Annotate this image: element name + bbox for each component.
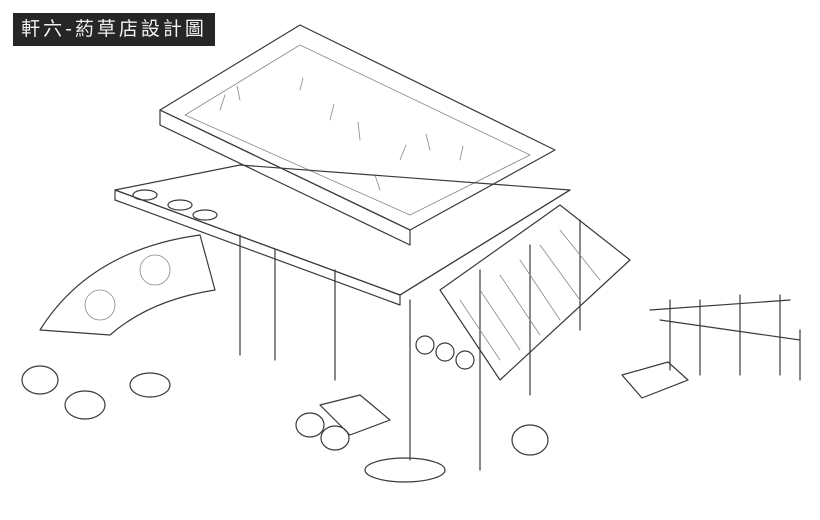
drying-rack <box>649 294 801 381</box>
thatch-awning <box>439 204 631 381</box>
plant-pot <box>167 199 193 211</box>
jar <box>320 425 350 451</box>
deck-edge-right <box>399 189 571 296</box>
main-deck-edge <box>114 189 401 306</box>
plant-pot <box>192 209 218 221</box>
drum <box>455 350 475 370</box>
basket-drawing <box>139 254 171 286</box>
grass-strokes <box>219 77 464 191</box>
basket <box>129 372 171 398</box>
drum <box>415 335 435 355</box>
drum <box>435 342 455 362</box>
thatch-strokes <box>459 229 601 361</box>
posts <box>239 219 581 471</box>
upper-roof <box>159 24 556 231</box>
upper-roof-edge <box>159 109 411 246</box>
jar <box>21 365 59 395</box>
sketch-title-label: 軒六-葯草店設計圖 <box>13 13 215 46</box>
crate <box>319 394 391 436</box>
coiled-rope <box>364 457 446 483</box>
basket-drawing <box>84 289 116 321</box>
jar <box>295 412 325 438</box>
roof-garden <box>184 44 531 216</box>
woven-basket <box>621 361 689 399</box>
bucket <box>511 424 549 456</box>
sack <box>64 390 106 420</box>
main-deck <box>114 164 571 296</box>
cloth-awning <box>39 234 216 336</box>
plant-pot <box>132 189 158 201</box>
